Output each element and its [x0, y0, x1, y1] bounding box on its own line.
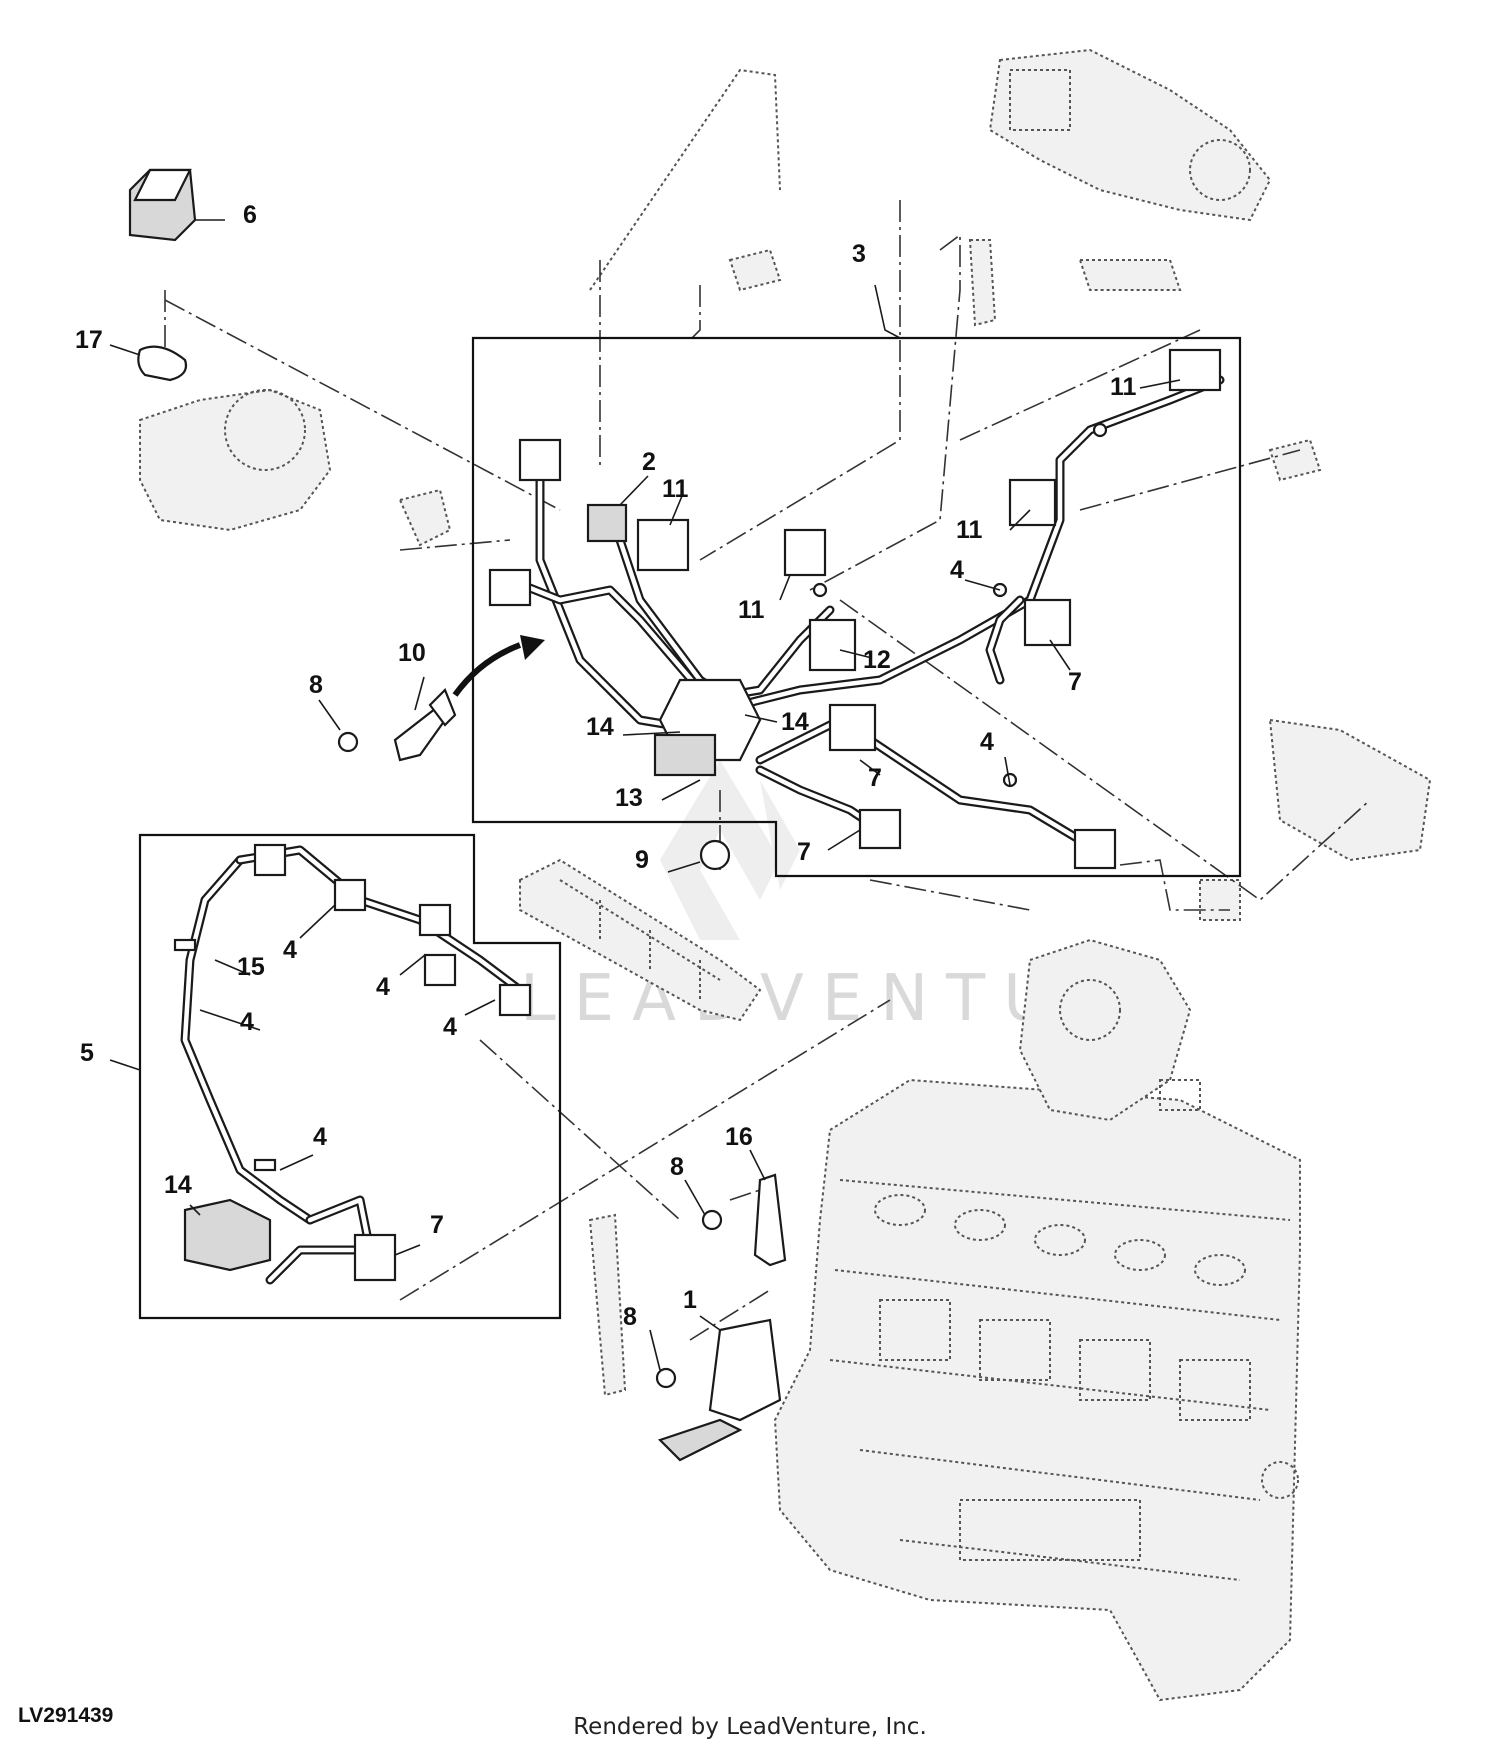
engine-block-ghost — [773, 1078, 1301, 1702]
callout-11-a: 11 — [1110, 373, 1137, 401]
callout-5: 5 — [80, 1039, 94, 1067]
sensor-ghosts — [398, 248, 1432, 921]
callout-4-d: 4 — [376, 973, 390, 1001]
callout-7-a: 7 — [1068, 668, 1082, 696]
turbo-housing-ghost — [988, 48, 1272, 222]
fuel-pump-ghost — [1018, 938, 1201, 1122]
callout-7-b: 7 — [868, 764, 882, 792]
harness-5-connectors — [173, 843, 532, 1282]
part-10-bracket — [393, 688, 457, 762]
callout-16: 16 — [725, 1123, 753, 1151]
callout-3: 3 — [852, 240, 866, 268]
part-17-gasket — [137, 345, 188, 382]
part-1-mounting-bracket — [657, 1318, 782, 1462]
callout-9: 9 — [635, 846, 649, 874]
throttle-body-ghost — [139, 388, 332, 532]
callout-4-a: 4 — [950, 556, 964, 584]
install-arrowhead — [520, 635, 545, 660]
watermark-logo — [660, 760, 800, 940]
callout-4-g: 4 — [313, 1123, 327, 1151]
callout-8-b: 8 — [670, 1153, 684, 1181]
callout-14-a: 14 — [586, 713, 614, 741]
callout-2: 2 — [642, 448, 656, 476]
harness-3-connectors — [488, 348, 1222, 870]
callout-7-d: 7 — [430, 1211, 444, 1239]
callouts: 1 2 3 4 4 4 4 4 4 4 5 6 7 7 7 7 8 8 8 9 … — [75, 201, 1137, 1331]
part-6-connector-cover — [128, 168, 197, 242]
harness-3-frame — [471, 336, 1242, 878]
callout-11-c: 11 — [956, 516, 983, 544]
injector-rail-ghost — [519, 858, 762, 1022]
callout-11-b: 11 — [662, 475, 689, 503]
callout-15: 15 — [237, 953, 265, 981]
harness-5-frame — [138, 833, 562, 1320]
callout-14-b: 14 — [781, 708, 809, 736]
injector-ghosts — [588, 239, 997, 1397]
callout-4-b: 4 — [980, 728, 994, 756]
callout-4-e: 4 — [443, 1013, 457, 1041]
callout-17: 17 — [75, 326, 103, 354]
drawing-id: LV291439 — [18, 1704, 114, 1727]
install-arrow — [452, 642, 522, 697]
callout-10: 10 — [398, 639, 426, 667]
bolts — [337, 731, 723, 1389]
callout-12: 12 — [863, 646, 891, 674]
callout-6: 6 — [243, 201, 257, 229]
harness-3-wires — [505, 375, 1225, 845]
footer-credit: Rendered by LeadVenture, Inc. — [573, 1714, 927, 1740]
callout-4-c: 4 — [283, 936, 297, 964]
part-16-bracket — [753, 1173, 787, 1267]
part-9-o-ring — [699, 839, 731, 871]
callout-4-f: 4 — [240, 1008, 254, 1036]
callout-1: 1 — [683, 1286, 697, 1314]
callout-leaders — [109, 219, 1181, 1371]
callout-13: 13 — [615, 784, 643, 812]
center-lines — [164, 200, 1371, 1341]
tube-ghost — [589, 68, 781, 291]
callout-11-d: 11 — [738, 596, 765, 624]
callout-7-c: 7 — [797, 838, 811, 866]
callout-8-c: 8 — [623, 1303, 637, 1331]
callout-14-c: 14 — [164, 1171, 192, 1199]
callout-8-a: 8 — [309, 671, 323, 699]
